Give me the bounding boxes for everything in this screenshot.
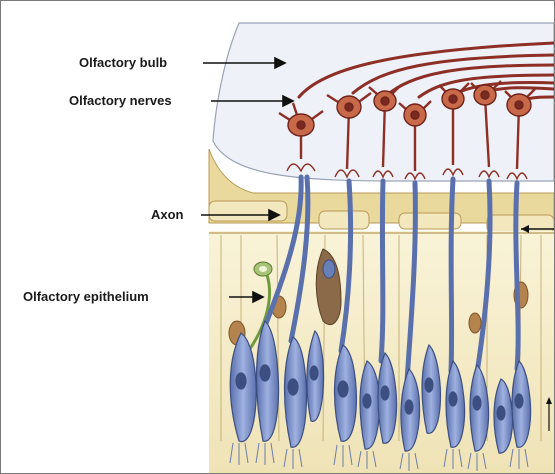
label-olfactory-nerves: Olfactory nerves	[69, 93, 172, 108]
label-olfactory-epithelium: Olfactory epithelium	[23, 289, 149, 304]
label-olfactory-bulb: Olfactory bulb	[79, 55, 167, 70]
label-axon: Axon	[151, 207, 184, 222]
